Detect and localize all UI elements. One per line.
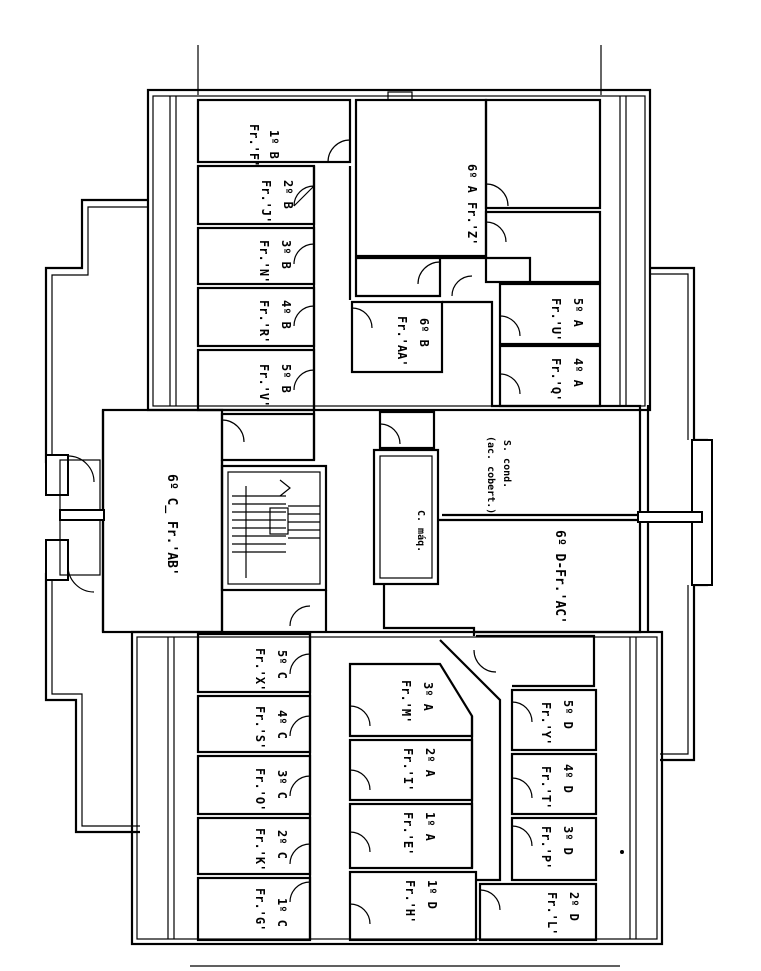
unit-label-2b-fraction: Fr.'J' [259,180,273,223]
unit-label-1a-level: 1º A [423,812,437,842]
unit-label-1c-fraction: Fr.'G' [253,888,267,931]
door-icon [485,183,509,207]
door-icon [349,831,371,853]
unit-label-5c-fraction: Fr.'X' [253,648,267,691]
door-icon [349,705,371,727]
door-icon [349,769,371,791]
door-icon [293,369,315,391]
door-icon [293,243,315,265]
unit-label-2c-fraction: Fr.'K' [253,828,267,871]
unit-labels: 1º B Fr.'F' 2º B Fr.'J' 3º B Fr.'N' 4º B… [164,124,585,935]
unit-label-2b-level: 2º B [281,180,295,209]
unit-label-4a-level: 4º A [571,358,585,388]
unit-label-4c-fraction: Fr.'S' [253,706,267,749]
unit-label-6b-level: 6º B [417,318,431,347]
unit-label-2c-level: 2º C [275,830,289,859]
unit-label-6c: 6º C_ Fr.'AB' [164,474,179,576]
door-icon [351,307,373,329]
unit-label-1a-fraction: Fr.'E' [401,812,415,855]
unit-label-3b-fraction: Fr.'N' [257,240,271,283]
unit-label-5a-level: 5º A [571,298,585,328]
unit-label-1d-level: 1º D [425,880,439,909]
unit-label-6c-fraction: Fr.'AB' [164,521,179,576]
door-icon [289,881,311,903]
unit-label-2d-fraction: Fr.'L' [545,892,559,935]
stair-treads [232,495,320,553]
door-icon [485,221,507,243]
unit-label-4b-fraction: Fr.'R' [257,300,271,343]
door-icon [293,305,315,327]
unit-label-4c-level: 4º C [275,710,289,739]
door-icon [289,605,311,627]
unit-label-4d-level: 4º D [561,764,575,793]
unit-label-3b-level: 3º B [279,240,293,269]
door-icon [289,775,311,797]
door-icon [511,701,533,723]
door-icon [293,185,315,207]
unit-label-6a-level: 6º A [465,164,479,194]
door-icon [379,423,401,445]
unit-label-3c-fraction: Fr.'O' [253,768,267,811]
door-swings [67,139,533,925]
room-walls-middle [59,408,703,636]
unit-label-3c-level: 3º C [275,770,289,799]
room-label-s-cond-sub: (ac. cobert.) [485,436,496,514]
door-icon [499,315,521,337]
door-icon [289,843,311,865]
unit-label-6d-fraction: Fr.'AC' [552,569,567,624]
unit-label-5b-fraction: Fr.'V' [257,364,271,407]
unit-label-4a-fraction: Fr.'Q' [549,358,563,401]
unit-label-5c-level: 5º C [275,650,289,679]
unit-label-6c-separator: _ [164,505,179,521]
unit-label-6b-fraction: Fr.'AA' [395,316,409,367]
unit-label-6d-level: 6º D [552,530,567,561]
door-icon [479,889,501,911]
door-icon [511,777,533,799]
stair-arrow-icon [279,479,291,497]
unit-label-6d-separator: - [552,561,567,569]
room-label-c-maq: C. máq. [415,510,427,552]
unit-label-2d-level: 2º D [567,892,581,921]
unit-label-4d-fraction: Fr.'T' [539,766,553,809]
unit-label-5d-level: 5º D [561,700,575,729]
unit-label-2a-fraction: Fr.'I' [401,748,415,791]
door-icon [349,903,371,925]
door-icon [327,139,351,163]
outer-walls [44,45,713,967]
marker-dot [620,850,624,854]
unit-label-3d-fraction: Fr.'P' [539,826,553,869]
door-icon [473,649,497,673]
unit-label-6a-fraction: Fr.'Z' [465,202,479,245]
unit-label-5a-fraction: Fr.'U' [549,298,563,341]
unit-label-6d: 6º D-Fr.'AC' [552,530,567,624]
unit-label-1c-level: 1º C [275,898,289,927]
door-icon [289,715,311,737]
unit-label-1d-fraction: Fr.'H' [403,880,417,923]
door-icon [67,455,95,483]
door-icon [289,653,311,675]
door-icon [511,825,533,847]
unit-label-4b-level: 4º B [279,300,293,329]
door-icon [67,565,95,593]
door-icon [499,373,521,395]
door-icon [417,261,441,285]
unit-label-3a-fraction: Fr.'M' [399,680,413,723]
unit-label-1b-level: 1º B [267,130,281,159]
unit-label-6c-level: 6º C [164,474,179,505]
door-icon [221,419,245,443]
stair-well [220,464,328,592]
unit-label-5d-fraction: Fr.'Y' [539,702,553,745]
door-icon [451,275,473,297]
room-label-s-cond: S. cond. [501,440,512,488]
room-walls-top [196,98,642,586]
unit-label-2a-level: 2º A [423,748,437,778]
unit-label-3a-level: 3º A [421,682,435,712]
unit-label-1b-fraction: Fr.'F' [247,124,261,167]
unit-label-5b-level: 5º B [279,364,293,393]
room-walls-bottom [196,632,598,942]
unit-label-3d-level: 3º D [561,826,575,855]
